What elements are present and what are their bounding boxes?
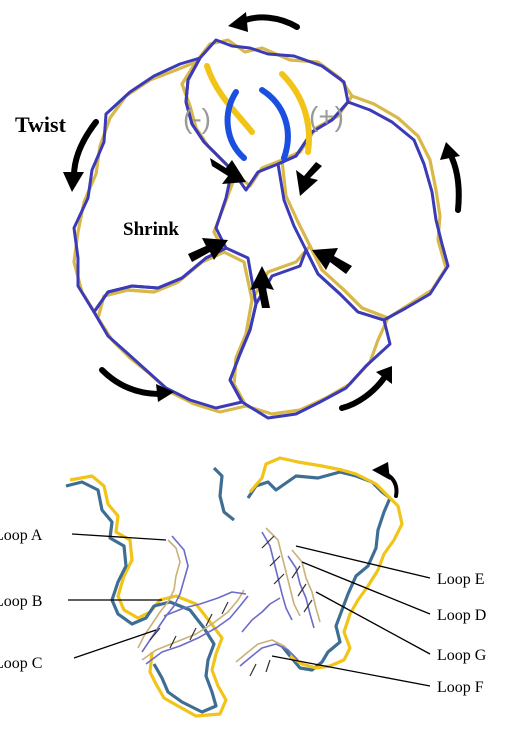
loop-g-label: Loop G [437, 647, 487, 664]
loop-a-b-ribbon-gold [137, 539, 181, 649]
yellow-curve-left [204, 63, 255, 135]
loop-g-ribbon-blue [241, 597, 281, 633]
top-panel: (-) (+) Twist Shrink [15, 12, 462, 420]
outer-outlines [65, 456, 404, 718]
right-inner-loops [235, 527, 321, 667]
loop-e-ribbon-gold [265, 527, 301, 617]
loop-labels: Loop A Loop B Loop C Loop E Loop D Loop … [0, 527, 487, 696]
loop-f-label: Loop F [437, 679, 484, 696]
disp-arrow [273, 573, 285, 585]
disp-arrow [249, 663, 257, 677]
rotation-arrowhead-right [440, 142, 460, 160]
loop-f-ribbon-blue [239, 643, 299, 667]
disp-arrow [221, 601, 229, 615]
right-outline-blue [212, 466, 392, 672]
rotation-arrowhead-top [228, 12, 248, 32]
loop-b-label: Loop B [0, 593, 42, 610]
rotation-arrowhead-left [63, 172, 84, 192]
loop-d-ribbon-gold [291, 549, 321, 623]
blue-structure-ribbons [72, 38, 450, 420]
twist-label: Twist [15, 112, 67, 137]
disp-arrow [205, 613, 213, 627]
disp-arrow [303, 599, 313, 613]
rotation-arrows [63, 12, 462, 411]
right-outline-yellow [248, 456, 404, 670]
loop-d-label: Loop D [437, 607, 486, 624]
displacement-arrows [149, 535, 313, 677]
leader-loop-a [71, 533, 167, 541]
loop-a-label: Loop A [0, 527, 43, 544]
loop-e-ribbon-blue [261, 531, 293, 621]
rotation-arrow-bottom-left [99, 367, 163, 397]
rotation-arrow-right [449, 155, 462, 213]
leader-loop-d [301, 561, 431, 615]
shrink-label: Shrink [123, 219, 179, 240]
disp-arrow [149, 627, 161, 641]
yellow-curve-right [279, 71, 312, 155]
loop-e-label: Loop E [437, 571, 485, 588]
rotation-arrow-top [237, 14, 300, 30]
twist-indicator-curves [204, 63, 312, 161]
pivot-arrow [372, 462, 399, 498]
loop-d-ribbon-blue [287, 555, 315, 629]
leader-loop-c [73, 629, 157, 659]
bottom-panel: Loop A Loop B Loop C Loop E Loop D Loop … [0, 456, 487, 718]
plus-label: (+) [309, 101, 344, 132]
rotation-arrowhead-bottom-left [156, 384, 174, 402]
blue-curve-left [224, 89, 247, 161]
loop-c-ribbon-blue [145, 595, 249, 665]
shrink-arrow-upper-right [296, 162, 322, 196]
pivot-arrowhead [372, 462, 390, 480]
rotation-arrowhead-bottom-right [376, 366, 392, 384]
gold-subunit-bottom-left [96, 250, 254, 414]
disp-arrow [269, 555, 281, 567]
leader-loop-f [271, 655, 431, 687]
shrink-arrow-upper-left [210, 158, 246, 184]
rotation-arrow-left [71, 119, 99, 179]
loop-c-label: Loop C [0, 655, 42, 672]
shrink-arrow-right [312, 248, 352, 274]
disp-arrow [291, 565, 301, 579]
disp-arrow [297, 583, 307, 597]
disp-arrow [261, 535, 275, 549]
gold-subunit-bottom-right [232, 244, 390, 416]
left-outline-blue [65, 480, 218, 714]
loop-c-ribbon-gold [141, 589, 245, 661]
shrink-arrow-left [188, 238, 228, 262]
loop-f-ribbon-gold [235, 639, 295, 663]
blue-curve-right [259, 87, 291, 161]
shrink-arrows [188, 158, 352, 308]
blue-subunit-right [276, 100, 450, 322]
leader-loop-e [295, 545, 431, 579]
loop-a-b-ribbon-blue [141, 535, 189, 653]
gold-subunit-left [72, 60, 238, 320]
leader-lines [68, 533, 431, 687]
rotation-arrow-bottom-right [339, 375, 387, 411]
leader-loop-g [315, 591, 431, 655]
shrink-arrow-bottom [250, 266, 274, 308]
disp-arrow [189, 627, 197, 641]
left-inner-loops [137, 535, 249, 665]
disp-arrow [265, 659, 271, 673]
minus-label: (-) [183, 103, 211, 134]
loop-c-ribbon-upper [163, 591, 247, 617]
disp-arrow [169, 635, 177, 649]
left-outline-yellow [69, 474, 228, 718]
blue-subunit-left [72, 56, 234, 314]
